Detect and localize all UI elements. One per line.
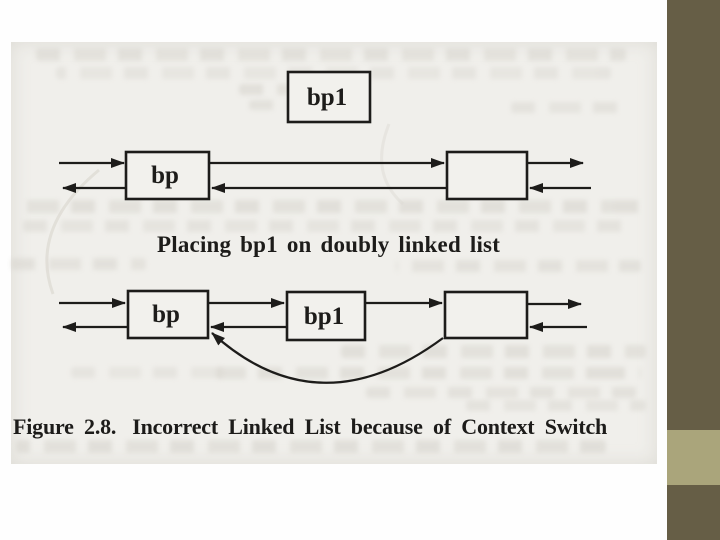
figure-caption: Figure 2.8. Incorrect Linked List because… bbox=[13, 414, 607, 440]
diagram-subtitle: Placing bp1 on doubly linked list bbox=[157, 232, 501, 257]
bleed-through-curve bbox=[380, 123, 404, 206]
node-box-row1-bp bbox=[124, 150, 211, 201]
node-box-bp1-pending bbox=[286, 70, 372, 124]
pointer-arrows bbox=[59, 158, 591, 384]
node-label-row2-bp1: bp1 bbox=[304, 303, 344, 330]
node-label-row1-bp: bp bbox=[151, 162, 179, 189]
scanned-figure: bp1 bp bp bp1 Placing bp1 on doubly link… bbox=[11, 42, 657, 464]
node-box-row2-unnamed bbox=[443, 290, 529, 340]
slide-accent-bar bbox=[667, 0, 720, 540]
node-label-bp1-pending: bp1 bbox=[307, 84, 347, 111]
bleed-through-curve bbox=[45, 168, 100, 295]
linked-list-diagram: bp1 bp bp bp1 bbox=[45, 70, 591, 384]
node-box-row2-bp bbox=[126, 289, 210, 340]
arrow-incorrect-back-pointer bbox=[211, 332, 444, 384]
figure-caption-text: Incorrect Linked List because of Context… bbox=[132, 414, 608, 439]
slide-accent-square bbox=[667, 430, 720, 485]
node-box-row1-unnamed bbox=[445, 150, 529, 201]
node-box-row2-bp1 bbox=[285, 290, 367, 342]
node-label-row2-bp: bp bbox=[152, 301, 180, 328]
figure-caption-number: Figure 2.8. bbox=[13, 414, 117, 439]
